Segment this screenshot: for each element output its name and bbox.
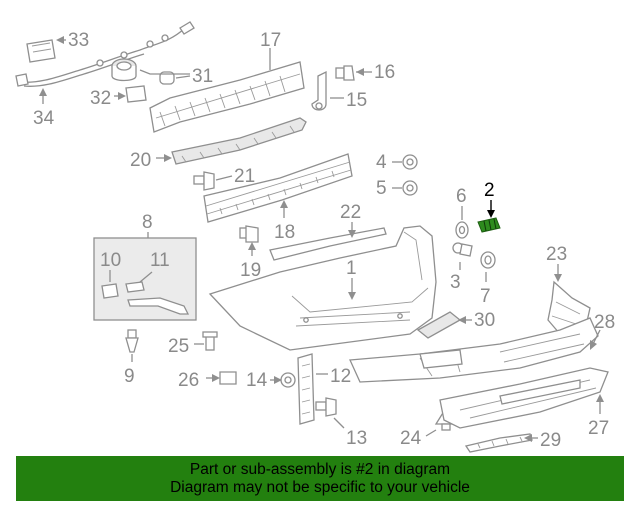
leader-24: [425, 429, 437, 437]
callout-22: 22: [340, 202, 361, 223]
callout-15: 15: [346, 90, 367, 111]
part-2-clip-highlighted: [477, 217, 501, 233]
callout-8: 8: [142, 212, 153, 233]
callout-33: 33: [68, 30, 89, 51]
callout-5: 5: [376, 178, 387, 199]
callout-26: 26: [178, 370, 199, 391]
part-11-bracket: [125, 281, 190, 315]
part-14-grommet: [280, 372, 296, 388]
part-29-lower-strip: [464, 433, 533, 453]
callout-16: 16: [374, 62, 395, 83]
callout-10: 10: [100, 250, 121, 271]
callout-23: 23: [546, 244, 567, 265]
part-4-nut: [402, 154, 418, 170]
part-26-clip: [219, 371, 237, 385]
callout-3: 3: [450, 272, 461, 293]
part-25-screw: [202, 331, 218, 351]
part-27-diffuser: [439, 367, 609, 429]
callout-11: 11: [150, 250, 170, 271]
callout-14: 14: [246, 370, 268, 391]
part-28-lower-valance: [349, 317, 599, 383]
callout-1: 1: [346, 258, 357, 279]
callout-25: 25: [168, 336, 189, 357]
part-12-side-support: [297, 353, 315, 425]
callout-31: 31: [192, 66, 213, 87]
part-5-nut: [402, 180, 418, 196]
callout-18: 18: [274, 222, 295, 243]
part-3-bolt: [452, 242, 473, 257]
parts-diagram: 33 34 31 32 17 16: [15, 21, 615, 453]
callout-24: 24: [400, 428, 422, 449]
part-20-support-strip: [171, 117, 307, 165]
leader-31: [139, 69, 190, 75]
callout-19: 19: [240, 260, 261, 281]
callout-34: 34: [33, 108, 55, 129]
part-10-clip: [101, 283, 119, 299]
part-34-wiring-harness: [15, 21, 195, 87]
callout-29: 29: [540, 430, 561, 451]
part-31-parking-sensor: [111, 58, 175, 85]
part-16-bolt: [335, 65, 355, 81]
callout-4: 4: [376, 152, 387, 173]
callout-2: 2: [484, 180, 495, 201]
part-32-sensor-retainer: [125, 85, 147, 103]
callout-32: 32: [90, 88, 111, 109]
part-1-bumper-fascia: [208, 225, 437, 351]
part-15-bracket: [311, 70, 327, 111]
callout-12: 12: [330, 366, 351, 387]
banner-line-1: Part or sub-assembly is #2 in diagram: [189, 460, 451, 478]
part-19-bolt: [239, 225, 259, 243]
part-6-grommet: [455, 221, 469, 239]
part-7-grommet: [480, 251, 496, 269]
callout-20: 20: [130, 150, 151, 171]
part-33-sensor-bracket: [26, 39, 56, 63]
leader-13: [333, 417, 345, 429]
callout-17: 17: [260, 30, 281, 51]
banner-line-2: Diagram may not be specific to your vehi…: [170, 478, 470, 496]
part-13-bolt: [315, 397, 337, 417]
part-22-trim-strip: [269, 227, 387, 261]
callout-7: 7: [480, 286, 491, 307]
part-21-bolt: [193, 171, 215, 191]
callout-30: 30: [474, 310, 495, 331]
info-banner: Part or sub-assembly is #2 in diagram Di…: [16, 456, 624, 501]
callout-28: 28: [594, 312, 615, 333]
part-9-push-pin: [125, 329, 139, 353]
leader-21: [215, 175, 233, 181]
part-18-impact-bar: [203, 153, 353, 223]
callout-21: 21: [234, 166, 255, 187]
callout-9: 9: [124, 366, 135, 387]
part-17-energy-absorber: [149, 61, 305, 133]
callout-27: 27: [588, 418, 609, 439]
callout-6: 6: [456, 186, 467, 207]
callout-13: 13: [346, 428, 367, 449]
